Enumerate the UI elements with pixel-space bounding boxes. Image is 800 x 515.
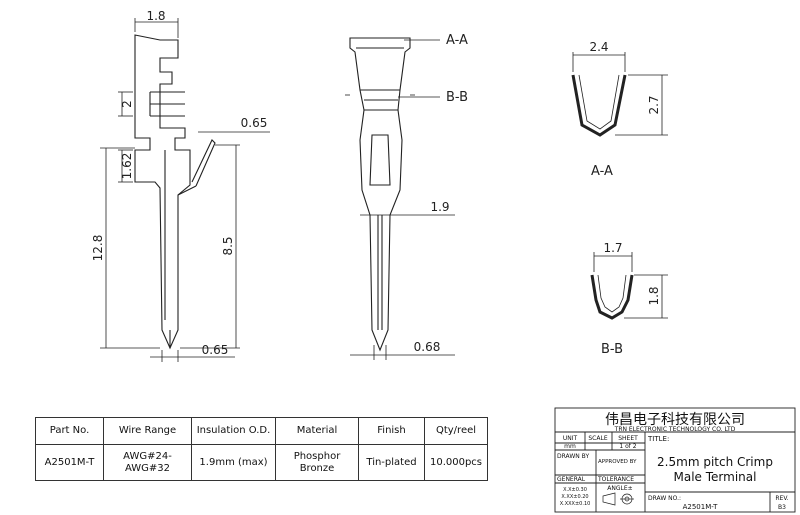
unit-label: UNIT [563,435,578,442]
draw-no-value: A2501M-T [683,503,719,511]
approved-by-label: APPROVED BY [598,459,637,465]
spec-table: Part No. Wire Range Insulation O.D. Mate… [35,417,488,481]
side-view-outline [134,34,191,350]
callout-bb: B-B [446,90,468,105]
scale-label: SCALE [588,435,607,442]
value-qty-reel: 10.000pcs [424,444,488,481]
projection-symbol-icon [602,492,634,506]
spec-header-row: Part No. Wire Range Insulation O.D. Mate… [35,417,488,445]
tolerance-line-3: X.XXX±0.10 [560,501,591,507]
dim-aa-width: 2.4 [589,40,608,54]
header-insulation-od: Insulation O.D. [191,417,276,445]
spec-value-row: A2501M-T AWG#24-AWG#32 1.9mm (max) Phosp… [35,444,488,481]
dim-side-total-length: 12.8 [91,235,105,262]
tolerance-line-1: X.X±0.30 [563,487,587,493]
header-finish: Finish [358,417,425,445]
title-line-1: 2.5mm pitch Crimp [657,455,773,469]
side-view [134,34,216,350]
dim-front-width: 1.9 [430,200,449,214]
dim-front-tip: 0.68 [414,340,441,354]
dim-side-pin-width: 0.65 [202,343,229,357]
unit-value: mm [564,443,576,450]
value-wire-range: AWG#24-AWG#32 [103,444,192,481]
value-material: Phosphor Bronze [275,444,359,481]
value-finish: Tin-plated [358,444,425,481]
company-name-en: TRN ELECTRONIC TECHNOLOGY CO. LTD [614,426,736,433]
tolerance-label: TOLERANCE [597,476,634,483]
dim-side-top-width: 1.8 [146,9,165,23]
front-view-window [369,134,391,186]
dim-side-tab-thickness: 0.65 [241,116,268,130]
general-label: GENERAL [557,476,586,483]
header-part-no: Part No. [35,417,104,445]
section-aa-label: A-A [591,164,613,179]
header-qty-reel: Qty/reel [424,417,488,445]
dim-bb-height: 1.8 [647,286,661,305]
value-insulation-od: 1.9mm (max) [191,444,276,481]
angle-label: ANGLE± [607,485,632,492]
dim-side-slot-height: 2 [120,100,134,108]
dim-side-pin-length: 8.5 [221,236,235,255]
header-material: Material [275,417,359,445]
side-view-tab [191,139,216,187]
section-aa [571,52,668,137]
title-line-2: Male Terminal [674,470,757,484]
drawn-by-label: DRAWN BY [557,453,589,460]
tolerance-line-2: X.XX±0.20 [561,494,588,500]
rev-value: B3 [778,504,786,511]
draw-no-label: DRAW NO.: [648,495,681,502]
dim-bb-width: 1.7 [603,241,622,255]
dim-aa-height: 2.7 [647,95,661,114]
header-wire-range: Wire Range [103,417,192,445]
title-block-frame [554,407,796,513]
callout-aa: A-A [446,33,468,48]
section-bb-label: B-B [601,342,623,357]
dim-side-gap: 1.62 [120,153,134,180]
rev-label: REV. [775,495,788,502]
front-view-outline [349,37,411,352]
front-view [349,37,411,352]
sheet-value: 1 of 2 [619,443,636,450]
value-part-no: A2501M-T [35,444,104,481]
title-label: TITLE: [647,435,669,443]
company-name-cn: 伟昌电子科技有限公司 [605,412,745,428]
section-bb [590,252,668,320]
sheet-label: SHEET [618,435,638,442]
